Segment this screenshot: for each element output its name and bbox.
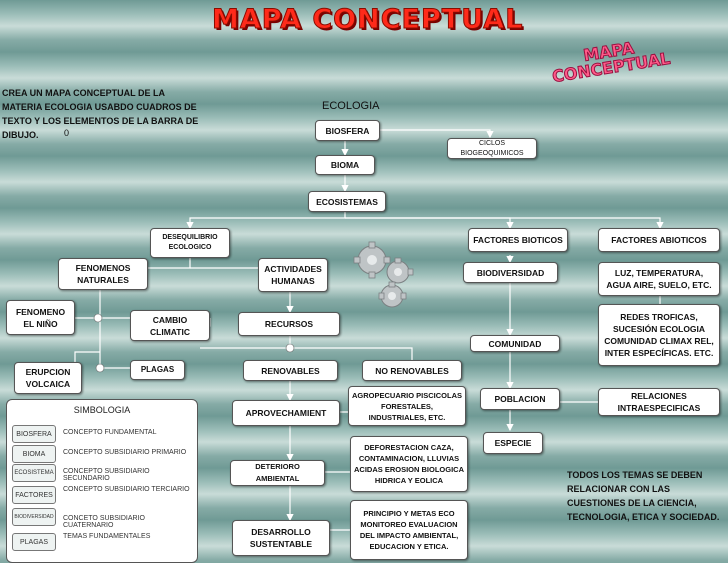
- legend-chip-ecosistema: ECOSISTEMA: [12, 464, 56, 482]
- node-fenomenos-naturales: FENOMENOS NATURALES: [58, 258, 148, 290]
- legend-desc-bioma: CONCEPTO SUBSIDIARIO PRIMARIO: [63, 449, 187, 456]
- node-actividades-humanas: ACTIVIDADES HUMANAS: [258, 258, 328, 292]
- node-desequilibrio: DESEQUILIBRIO ECOLOGICO: [150, 228, 230, 258]
- legend-desc-plagas: TEMAS FUNDAMENTALES: [63, 533, 151, 540]
- node-redes-troficas: REDES TROFICAS, SUCESIÓN ECOLOGIA COMUNI…: [598, 304, 720, 366]
- node-relaciones: RELACIONES INTRAESPECIFICAS: [598, 388, 720, 416]
- legend-panel: SIMBOLOGIA BIOSFERA CONCEPTO FUNDAMENTAL…: [6, 399, 198, 563]
- legend-title: SIMBOLOGIA: [73, 405, 131, 415]
- legend-chip-biodiversidad: BIODIVERSIDAD: [12, 508, 56, 526]
- node-luz: LUZ, TEMPERATURA, AGUA AIRE, SUELO, ETC.: [598, 262, 720, 296]
- instruction-text: CREA UN MAPA CONCEPTUAL DE LA MATERIA EC…: [2, 88, 199, 140]
- legend-desc-ecosistema: CONCEPTO SUBSIDIARIO SECUNDARIO: [63, 468, 150, 482]
- instruction-zero: 0: [64, 128, 70, 138]
- legend-chip-factores: FACTORES: [12, 486, 56, 504]
- gears-icon: [353, 241, 414, 308]
- note-text: TODOS LOS TEMAS SE DEBEN RELACIONAR CON …: [567, 470, 720, 522]
- node-bioma: BIOMA: [315, 155, 375, 175]
- node-aprovechamiento: APROVECHAMIENT: [232, 400, 340, 426]
- node-agropecuario: AGROPECUARIO PISCICOLAS FORESTALES, INDU…: [348, 386, 466, 426]
- legend-desc-biosfera: CONCEPTO FUNDAMENTAL: [63, 429, 157, 436]
- node-fenomeno-nino: FENOMENO EL NIÑO: [6, 300, 75, 335]
- legend-chip-biosfera: BIOSFERA: [12, 425, 56, 443]
- node-no-renovables: NO RENOVABLES: [362, 360, 462, 381]
- legend-desc-biodiversidad: CONCETO SUBSIDIARIO CUATERNARIO: [63, 515, 145, 529]
- node-factores-bioticos: FACTORES BIOTICOS: [468, 228, 568, 252]
- main-title: MAPA CONCEPTUAL: [211, 4, 524, 36]
- node-erupcion: ERUPCION VOLCAICA: [14, 362, 82, 394]
- node-comunidad: COMUNIDAD: [470, 335, 560, 352]
- legend-desc-factores: CONCEPTO SUBSIDIARIO TERCIARIO: [63, 486, 190, 493]
- node-biodiversidad: BIODIVERSIDAD: [463, 262, 558, 283]
- node-ecosistemas: ECOSISTEMAS: [308, 191, 386, 212]
- node-plagas: PLAGAS: [130, 360, 185, 380]
- node-principio: PRINCIPIO Y METAS ECO MONITOREO EVALUACI…: [350, 500, 468, 560]
- node-ciclos: CICLOS BIOGEOQUIMICOS: [447, 138, 537, 159]
- legend-chip-plagas: PLAGAS: [12, 533, 56, 551]
- node-factores-abioticos: FACTORES ABIOTICOS: [598, 228, 720, 252]
- node-deforestacion: DEFORESTACION CAZA, CONTAMINACION, LLUVI…: [350, 436, 468, 492]
- node-especie: ESPECIE: [483, 432, 543, 454]
- node-poblacion: POBLACION: [480, 388, 560, 410]
- root-label: ECOLOGIA: [322, 100, 380, 112]
- node-desarrollo: DESARROLLO SUSTENTABLE: [232, 520, 330, 556]
- node-recursos: RECURSOS: [238, 312, 340, 336]
- legend-chip-bioma: BIOMA: [12, 445, 56, 463]
- node-biosfera: BIOSFERA: [315, 120, 380, 141]
- node-renovables: RENOVABLES: [243, 360, 338, 381]
- node-deterioro: DETERIORO AMBIENTAL: [230, 460, 325, 486]
- node-cambio-climatico: CAMBIO CLIMATIC: [130, 310, 210, 341]
